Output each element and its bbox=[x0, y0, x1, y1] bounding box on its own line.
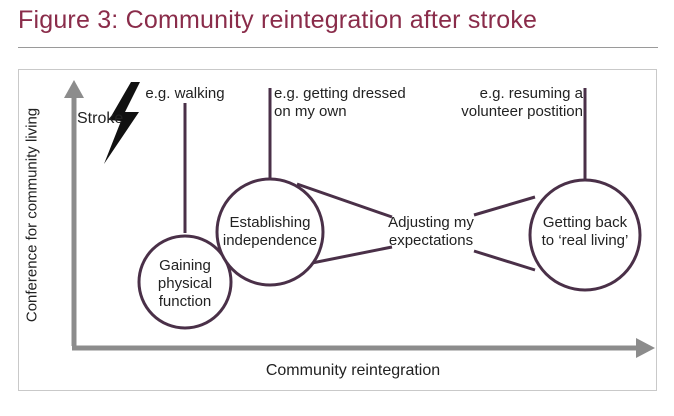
stage-adjusting-line2: expectations bbox=[388, 232, 474, 249]
figure-frame bbox=[18, 69, 657, 391]
example-dressed-line1: e.g. getting dressed bbox=[274, 85, 406, 102]
stage-gaining-physical-function: Gaining physical function bbox=[158, 257, 212, 311]
example-volunteer: e.g. resuming a volunteer postition bbox=[461, 85, 583, 121]
example-walking: e.g. walking bbox=[145, 85, 225, 102]
stage-establishing-line2: independence bbox=[222, 232, 318, 249]
example-volunteer-line2: volunteer postition bbox=[461, 103, 583, 120]
stage-getting-back-line1: Getting back bbox=[542, 214, 628, 231]
title-divider bbox=[18, 47, 658, 48]
stage-gaining-line1: Gaining bbox=[159, 257, 211, 274]
connector-upper-left bbox=[296, 182, 393, 219]
connector-upper-right bbox=[473, 195, 536, 217]
y-axis-label: Conference for community living bbox=[23, 107, 41, 323]
stage-gaining-line2: physical bbox=[157, 275, 213, 292]
example-dressed-line2: on my own bbox=[274, 103, 347, 120]
stroke-label: Stroke bbox=[77, 110, 124, 127]
x-axis-arrow bbox=[636, 338, 655, 358]
figure-title: Figure 3: Community reintegration after … bbox=[18, 6, 538, 34]
y-axis-arrow bbox=[64, 80, 84, 98]
stage-establishing-line1: Establishing bbox=[229, 214, 311, 231]
stage-establishing-independence: Establishing independence bbox=[223, 214, 317, 250]
example-leader-lines bbox=[183, 88, 587, 233]
x-axis-label: Community reintegration bbox=[265, 362, 441, 379]
stage-gaining-line3: function bbox=[158, 293, 212, 310]
lightning-bolt-icon bbox=[104, 82, 140, 164]
stage-circle-establishing-independence bbox=[215, 177, 325, 287]
stage-getting-back: Getting back to ‘real living’ bbox=[542, 214, 629, 250]
stage-adjusting-expectations: Adjusting my expectations bbox=[388, 214, 474, 250]
stage-getting-back-line2: to ‘real living’ bbox=[541, 232, 629, 249]
example-dressed: e.g. getting dressed on my own bbox=[274, 85, 406, 121]
stage-circle-getting-back bbox=[528, 178, 642, 292]
x-axis bbox=[72, 338, 655, 358]
connector-lower-right bbox=[473, 249, 536, 272]
stage-circle-gaining-physical-function bbox=[137, 234, 233, 330]
y-axis bbox=[64, 80, 84, 346]
stage-connectors bbox=[296, 182, 536, 272]
connector-lower-left bbox=[301, 245, 393, 267]
stage-adjusting-line1: Adjusting my bbox=[388, 214, 474, 231]
example-volunteer-line1: e.g. resuming a bbox=[479, 85, 583, 102]
